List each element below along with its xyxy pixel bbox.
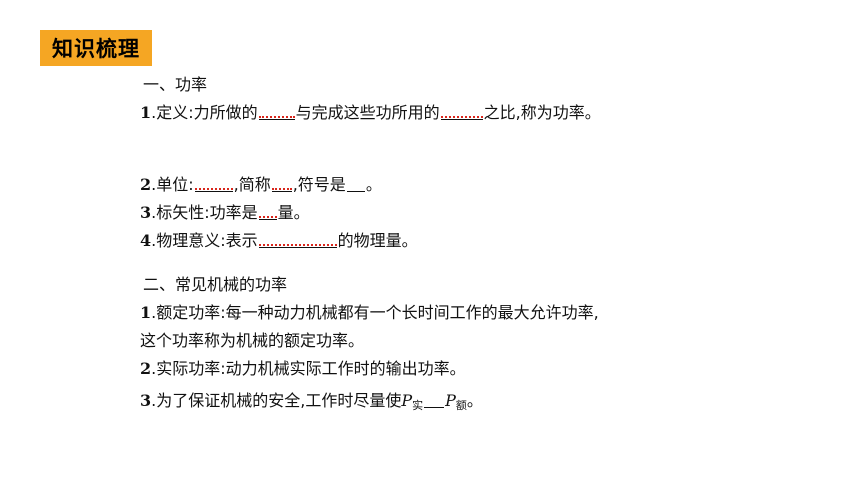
item-number: 1 [140, 303, 152, 322]
meaning-line: 4.物理意义:表示 的物理量。 [140, 230, 418, 252]
safety-text: .为了保证机械的安全,工作时尽量使 [151, 391, 402, 410]
answer-mark [271, 188, 292, 190]
unit-text-1: .单位: [151, 175, 194, 194]
unit-text-3: ,符号是 [292, 175, 346, 194]
item-number: 3 [140, 391, 152, 410]
answer-mark [258, 244, 337, 246]
actual-power-text: .实际功率:动力机械实际工作时的输出功率。 [151, 359, 466, 378]
definition-text-1: .定义:力所做的 [151, 103, 258, 122]
p-symbol: P [401, 391, 413, 410]
meaning-text-1: .物理意义:表示 [151, 231, 258, 250]
section-one-heading: 一、功率 [143, 75, 208, 94]
blank-time[interactable] [440, 103, 483, 120]
definition-text-2: 与完成这些功所用的 [295, 103, 440, 122]
p-symbol: P [445, 391, 456, 410]
scalar-text-1: .标矢性:功率是 [151, 203, 258, 222]
blank-work[interactable] [258, 103, 295, 120]
scalar-line: 3.标矢性:功率是量。 [140, 202, 310, 224]
answer-mark [258, 116, 295, 118]
rated-power-text: .额定功率:每一种动力机械都有一个长时间工作的最大允许功率, [151, 303, 599, 322]
answer-mark [258, 216, 277, 218]
definition-line: 1.定义:力所做的 与完成这些功所用的 之比,称为功率。 [140, 102, 601, 124]
blank-unit[interactable] [194, 175, 233, 192]
scalar-text-2: 量。 [277, 203, 310, 222]
answer-mark [194, 188, 233, 190]
section-badge: 知识梳理 [40, 30, 152, 66]
definition-text-3: 之比,称为功率。 [483, 103, 601, 122]
section-two-heading: 二、常见机械的功率 [143, 275, 288, 294]
blank-meaning[interactable] [258, 231, 337, 248]
blank-compare[interactable] [424, 391, 445, 408]
meaning-text-2: 的物理量。 [337, 231, 418, 250]
blank-short-name[interactable] [271, 175, 292, 192]
answer-mark [440, 116, 483, 118]
item-number: 2 [140, 175, 152, 194]
item-number: 2 [140, 359, 152, 378]
unit-text-2: ,简称 [233, 175, 271, 194]
actual-power-line: 2.实际功率:动力机械实际工作时的输出功率。 [140, 358, 466, 380]
item-number: 1 [140, 103, 152, 122]
rated-power-line-1: 1.额定功率:每一种动力机械都有一个长时间工作的最大允许功率, [140, 302, 599, 324]
blank-symbol[interactable] [346, 175, 365, 192]
unit-line: 2.单位: ,简称 ,符号是。 [140, 174, 382, 196]
sub-actual: 实 [412, 399, 424, 412]
safety-end: 。 [466, 391, 483, 410]
sub-rated: 额 [455, 399, 467, 412]
item-number: 3 [140, 203, 152, 222]
rated-power-line-2: 这个功率称为机械的额定功率。 [140, 331, 365, 350]
blank-scalar[interactable] [258, 203, 277, 220]
item-number: 4 [140, 231, 152, 250]
unit-text-4: 。 [365, 175, 382, 194]
